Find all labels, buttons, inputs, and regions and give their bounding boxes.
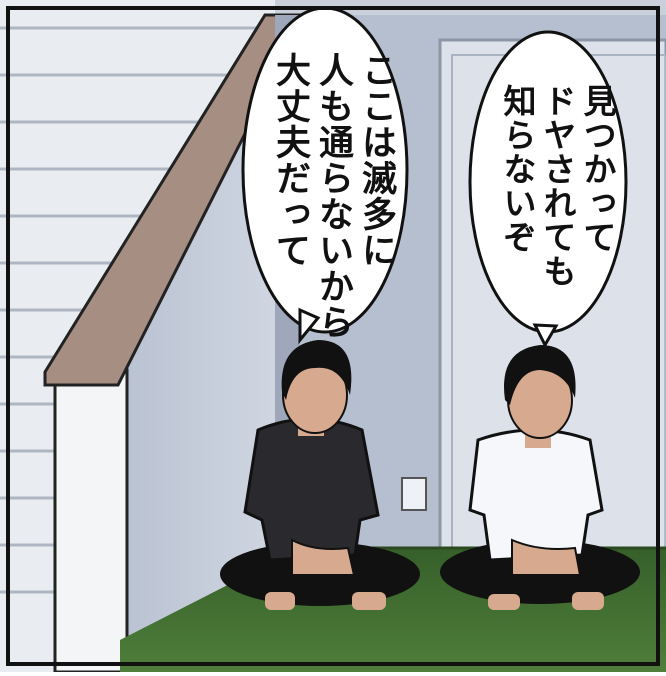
speech-bubble-right [468,30,628,349]
character-white-shirt [440,345,640,610]
speech-bubble-left-text: ここは滅多に 人も通らないから 大丈夫だって [270,52,396,340]
stair-post [53,368,129,674]
character-black-shirt [220,340,420,610]
panel-border [6,6,660,666]
stair-stringer [43,13,308,387]
speech-bubble-right-text: 見つかって ドヤされても 知らないぞ [498,84,617,288]
wall-outlet [401,477,427,511]
